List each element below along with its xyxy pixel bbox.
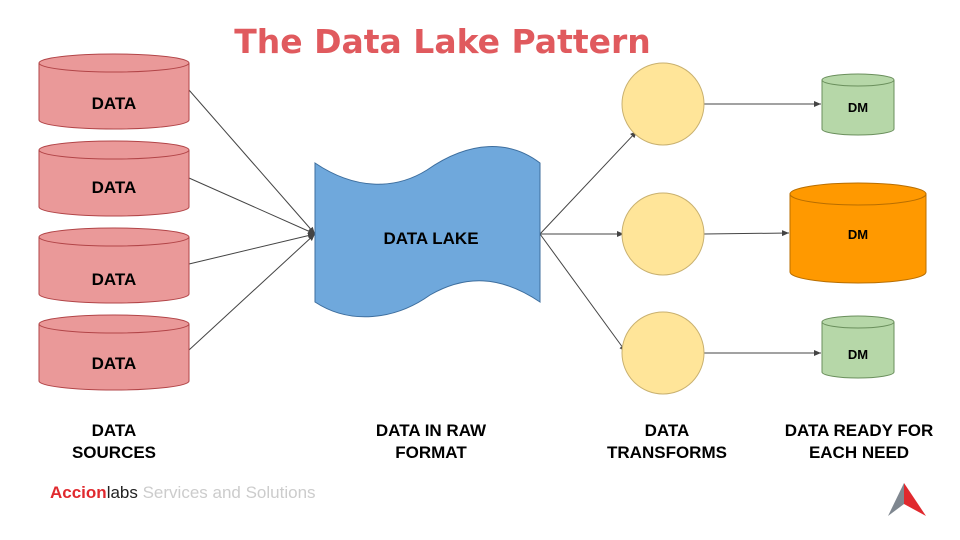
connector-transform-3 [539,233,627,353]
source-label: DATA [92,270,137,289]
caption-transforms: DATA TRANSFORMS [582,420,752,464]
source-cylinder-4: DATA [38,314,190,391]
caption-sources: DATA SOURCES [34,420,194,464]
accionlabs-logo-icon [888,483,926,516]
data-lake-shape: DATA LAKE [314,146,541,318]
transform-circle-1 [621,62,705,146]
caption-line: SOURCES [71,443,157,462]
connector-source-1 [188,89,316,235]
brand-bold: Accion [50,483,107,502]
caption-line: DATA [644,421,690,440]
caption-line: DATA IN RAW [375,421,487,440]
source-label: DATA [92,94,137,113]
mart-connectors [703,101,821,356]
data-mart-1: DM [821,73,895,136]
caption-line: FORMAT [395,443,467,462]
lake-connectors [539,130,638,353]
transform-circle-2 [621,192,705,276]
data-mart-label: DM [848,100,868,115]
data-mart-2: DM [789,182,927,284]
footer-brand: Accionlabs Services and Solutions [50,483,316,503]
caption-line: DATA [91,421,137,440]
data-mart-label: DM [848,227,868,242]
caption-line: EACH NEED [808,443,910,462]
transform-circle-3 [621,311,705,395]
caption-raw-format: DATA IN RAW FORMAT [346,420,516,464]
data-lake-label: DATA LAKE [383,229,478,248]
source-label: DATA [92,178,137,197]
data-mart-3: DM [821,315,895,379]
page-title: The Data Lake Pattern [234,22,651,61]
caption-ready: DATA READY FOR EACH NEED [766,420,952,464]
caption-line: DATA READY FOR [784,421,934,440]
connector-mart-2 [703,230,790,237]
source-cylinder-3: DATA [38,227,190,304]
data-mart-label: DM [848,347,868,362]
brand-light: labs [106,483,138,502]
source-label: DATA [92,354,137,373]
source-cylinder-2: DATA [38,140,190,217]
connector-source-4 [188,233,316,351]
brand-tagline: Services and Solutions [137,483,316,502]
connector-source-2 [188,177,316,235]
connector-source-3 [188,232,316,265]
source-cylinder-1: DATA [38,53,190,130]
caption-line: TRANSFORMS [607,443,727,462]
connector-transform-1 [539,130,638,235]
source-connectors [188,89,316,351]
